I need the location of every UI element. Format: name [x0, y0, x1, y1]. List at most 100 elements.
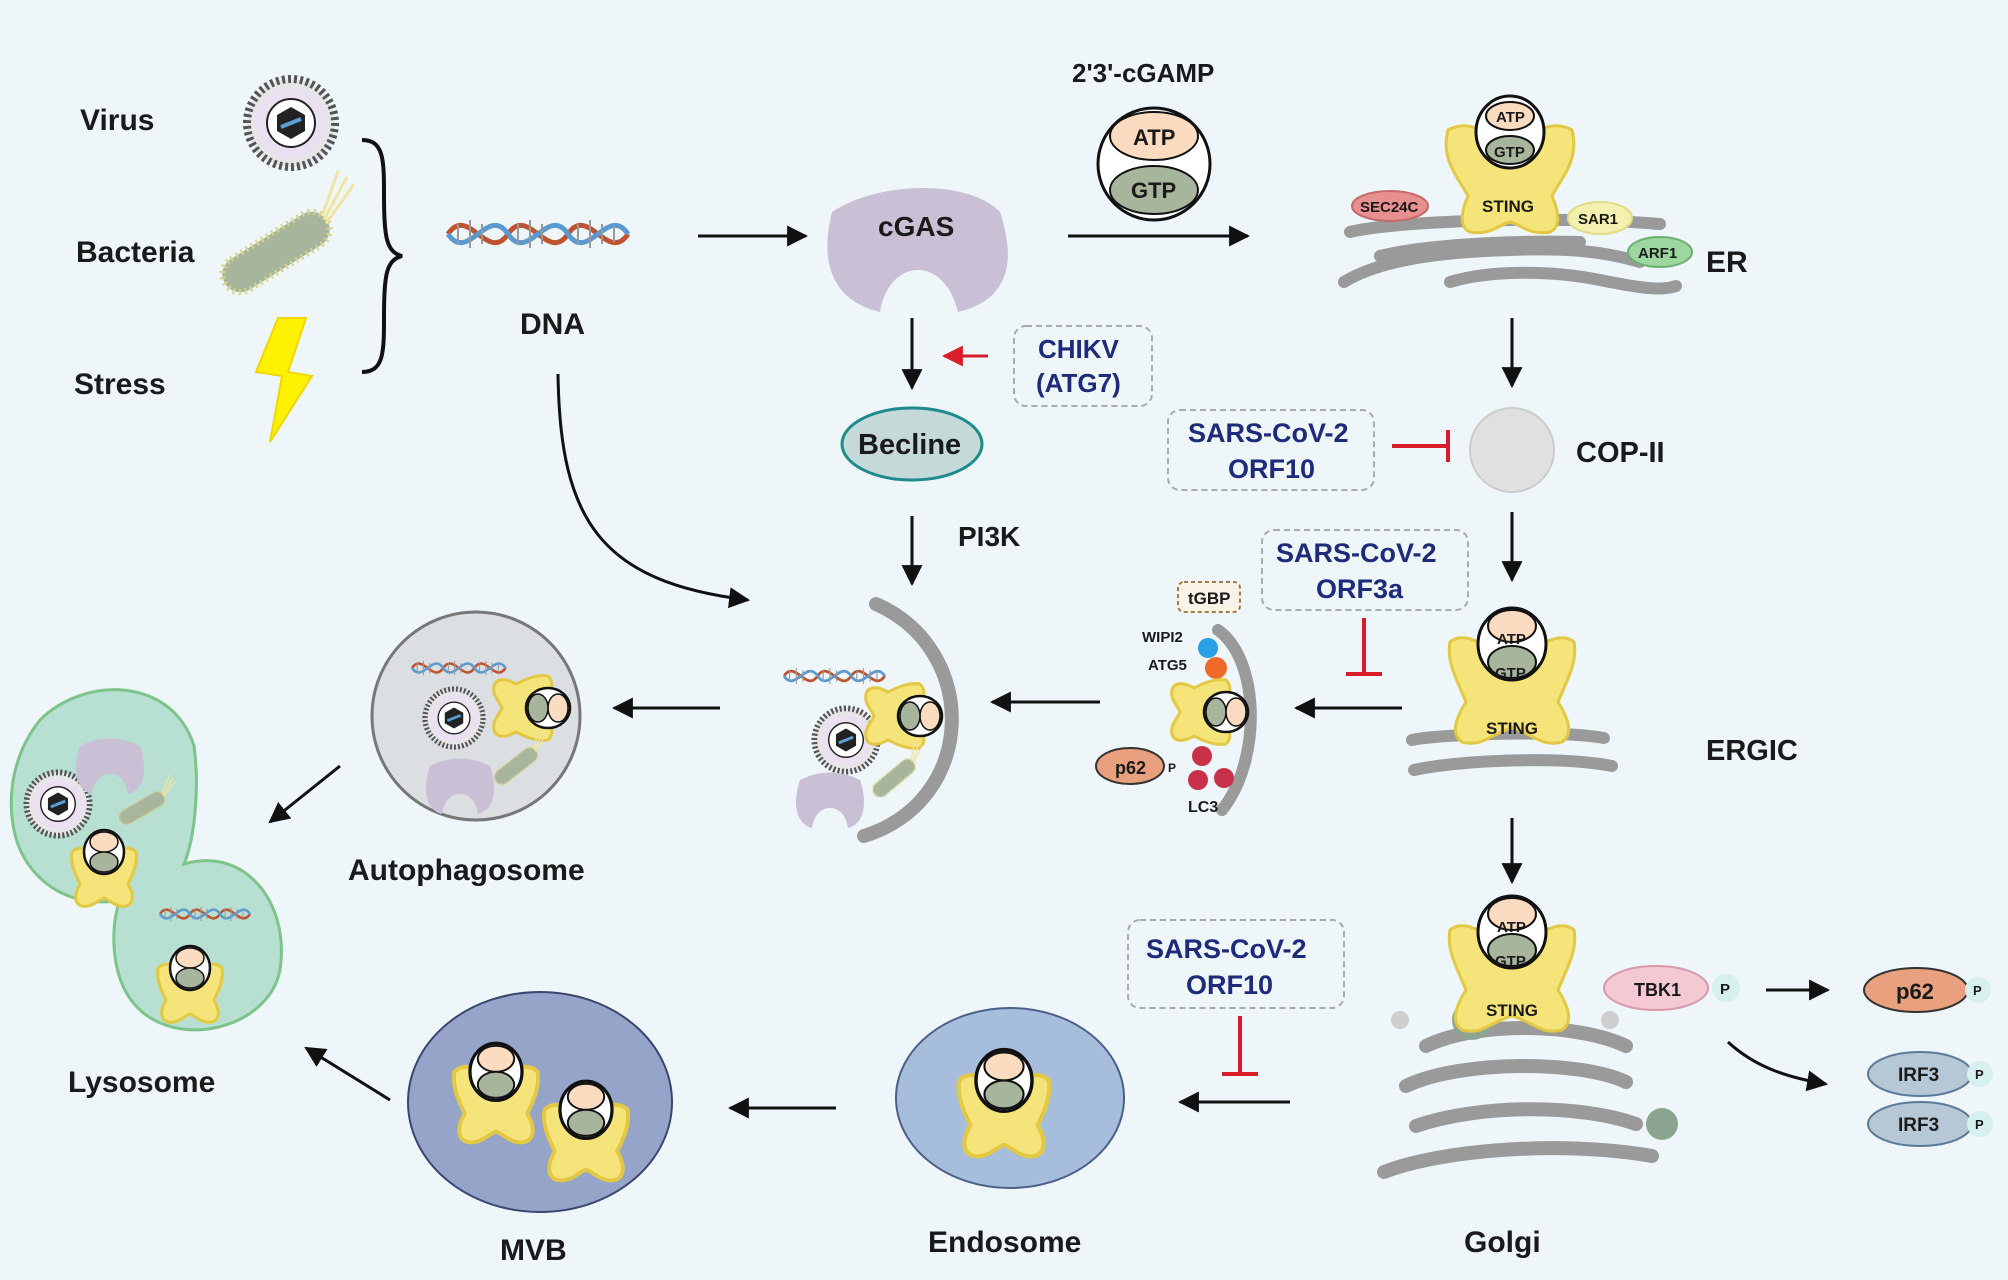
irf3-p-label-2: P — [1975, 1117, 1984, 1132]
ergic-atp-label: ATP — [1497, 631, 1526, 648]
ergic-sting-label: STING — [1486, 719, 1538, 738]
ergic-gtp-label: GTP — [1495, 665, 1526, 682]
tbk1-label: TBK1 — [1634, 980, 1681, 1000]
er-sting-label: STING — [1482, 197, 1534, 216]
sars-orf10-top-box — [1167, 409, 1375, 491]
cgamp-label: 2'3'-cGAMP — [1072, 58, 1214, 88]
mvb-label: MVB — [500, 1234, 567, 1267]
sars-orf10-top-line2: ORF10 — [1228, 454, 1315, 484]
cgas-in-phagophore — [796, 772, 864, 828]
arrow-autophagosome-lysosome — [268, 764, 341, 824]
atp-molecule — [1109, 111, 1199, 161]
er-gtp-label: GTP — [1494, 144, 1525, 161]
autophagosome-label: Autophagosome — [348, 854, 585, 887]
lysosome — [9, 688, 283, 1032]
virus-label: Virus — [80, 104, 155, 137]
sars-orf3a-box — [1261, 529, 1469, 611]
tgbp-box — [1177, 581, 1241, 613]
golgi-vesicle-2 — [1601, 1011, 1619, 1029]
sars-orf10-bottom-line1: SARS-CoV-2 — [1146, 934, 1307, 964]
virus-icon — [247, 79, 335, 167]
becline-label: Becline — [858, 429, 961, 461]
phagophore-small-membrane — [1212, 624, 1257, 816]
p62-label: p62 — [1896, 979, 1934, 1004]
golgi-atp-label: ATP — [1497, 919, 1526, 936]
golgi-sting-label: STING — [1486, 1001, 1538, 1020]
sting-phagophore — [1170, 678, 1250, 746]
lysosome-label: Lysosome — [68, 1066, 215, 1099]
copii-label: COP-II — [1576, 437, 1665, 469]
sars-orf3a-line1: SARS-CoV-2 — [1276, 538, 1437, 568]
cgas-label: cGAS — [878, 211, 954, 242]
endosome-label: Endosome — [928, 1226, 1081, 1259]
sting-in-phagophore — [864, 682, 944, 750]
becline-protein — [840, 406, 984, 482]
dna-label: DNA — [520, 308, 585, 341]
golgi-gtp-label: GTP — [1495, 953, 1526, 970]
er-membrane — [1338, 213, 1682, 295]
irf3-p-label-1: P — [1975, 1067, 1984, 1082]
sars-orf10-top-line1: SARS-CoV-2 — [1188, 418, 1349, 448]
er-gtp — [1485, 135, 1535, 165]
gtp-label: GTP — [1131, 178, 1176, 203]
sec24c-label: SEC24C — [1360, 199, 1419, 216]
sars-orf10-bottom-box — [1127, 919, 1345, 1009]
gtp-molecule — [1109, 165, 1199, 215]
arf1-protein — [1627, 236, 1693, 268]
irf3-label-1: IRF3 — [1898, 1065, 1939, 1086]
er-label: ER — [1706, 246, 1748, 279]
sar1-label: SAR1 — [1578, 211, 1618, 228]
arrow-mvb-lysosome — [304, 1046, 391, 1102]
virus-in-autophagosome — [425, 689, 483, 747]
chikv-box — [1013, 325, 1153, 407]
chikv-line2: (ATG7) — [1036, 368, 1121, 398]
golgi-membrane — [1377, 1020, 1659, 1179]
tbk1-phospho — [1712, 974, 1740, 1002]
tbk1-p-label: P — [1720, 981, 1730, 998]
sars-orf10-bottom-line2: ORF10 — [1186, 970, 1273, 1000]
atg5-protein — [1205, 657, 1227, 679]
p62-p-label: P — [1973, 983, 1982, 998]
atg5-label: ATG5 — [1148, 657, 1187, 674]
p62-phagophore — [1095, 747, 1165, 785]
pi3k-label: PI3K — [958, 521, 1020, 552]
dna-in-phagophore — [782, 666, 887, 686]
cgas-enzyme — [827, 188, 1008, 312]
wipi2-protein — [1198, 638, 1218, 658]
ergic-membrane — [1406, 727, 1618, 776]
golgi-vesicle-4 — [1646, 1108, 1678, 1140]
mvb — [407, 991, 673, 1213]
er-atp-label: ATP — [1496, 109, 1525, 126]
arrow-dna-phagophore — [556, 373, 751, 609]
chikv-line1: CHIKV — [1038, 334, 1120, 364]
sars-orf3a-line2: ORF3a — [1316, 574, 1404, 604]
lc3-protein-3 — [1214, 768, 1234, 788]
inhibit-golgi-endosome — [1222, 1016, 1258, 1076]
irf3-phospho-1 — [1967, 1061, 1993, 1087]
lc3-protein-1 — [1192, 746, 1212, 766]
irf3-label-2: IRF3 — [1898, 1115, 1939, 1136]
golgi-vesicle-1 — [1391, 1011, 1409, 1029]
arf1-label: ARF1 — [1638, 245, 1677, 262]
lc3-label: LC3 — [1188, 799, 1218, 816]
copii-vesicle — [1469, 407, 1555, 493]
brace-icon — [361, 138, 403, 374]
tbk1-protein — [1603, 965, 1709, 1011]
lightning-icon — [254, 317, 314, 443]
bacterium-icon — [206, 167, 372, 299]
bacteria-label: Bacteria — [76, 236, 195, 269]
golgi-label: Golgi — [1464, 1226, 1541, 1259]
sec24c-protein — [1351, 190, 1429, 222]
sar1-protein — [1567, 201, 1633, 235]
er-atp — [1485, 101, 1535, 131]
lc3-protein-2 — [1188, 770, 1208, 790]
p62-phagophore-p: P — [1168, 761, 1176, 775]
p62-phagophore-label: p62 — [1115, 758, 1146, 778]
arrow-tbk1-irf3 — [1726, 1040, 1829, 1092]
stress-label: Stress — [74, 368, 166, 401]
p62-phospho — [1965, 977, 1991, 1003]
irf3-phospho-2 — [1967, 1111, 1993, 1137]
ergic-label: ERGIC — [1706, 735, 1798, 767]
phagophore-large-membrane — [857, 597, 959, 843]
